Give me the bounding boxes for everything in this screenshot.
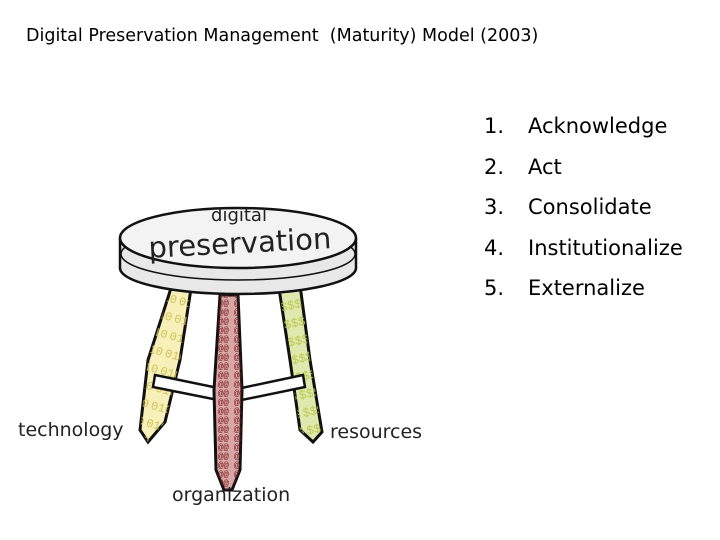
maturity-stages-list: 1. Acknowledge 2. Act 3. Consolidate 4. … xyxy=(484,106,683,309)
stage-label: Acknowledge xyxy=(528,114,668,139)
stage-item: 4. Institutionalize xyxy=(484,228,683,269)
slide-title: Digital Preservation Management (Maturit… xyxy=(26,26,539,46)
stage-number: 3. xyxy=(484,195,505,220)
stage-item: 2. Act xyxy=(484,147,683,188)
stage-label: Externalize xyxy=(528,276,645,301)
stage-number: 5. xyxy=(484,276,505,301)
stool-diagram: 010 @@ $$$ digital preservation technolo… xyxy=(18,205,422,506)
leg-braces xyxy=(151,373,307,404)
leg-technology xyxy=(138,280,194,445)
leg-label-technology: technology xyxy=(18,419,124,441)
stage-number: 4. xyxy=(484,235,505,260)
seat-label-digital: digital xyxy=(211,205,267,226)
leg-label-resources: resources xyxy=(330,421,422,443)
stage-item: 3. Consolidate xyxy=(484,187,683,228)
stage-number: 1. xyxy=(484,114,505,139)
stage-number: 2. xyxy=(484,154,505,179)
stool-seat xyxy=(118,206,358,296)
leg-organization xyxy=(212,293,244,492)
leg-label-organization: organization xyxy=(172,484,290,506)
stage-item: 1. Acknowledge xyxy=(484,106,683,147)
stage-label: Consolidate xyxy=(528,195,652,220)
stage-label: Institutionalize xyxy=(528,235,683,260)
leg-resources xyxy=(276,280,324,445)
stage-label: Act xyxy=(528,154,562,179)
stage-item: 5. Externalize xyxy=(484,268,683,309)
